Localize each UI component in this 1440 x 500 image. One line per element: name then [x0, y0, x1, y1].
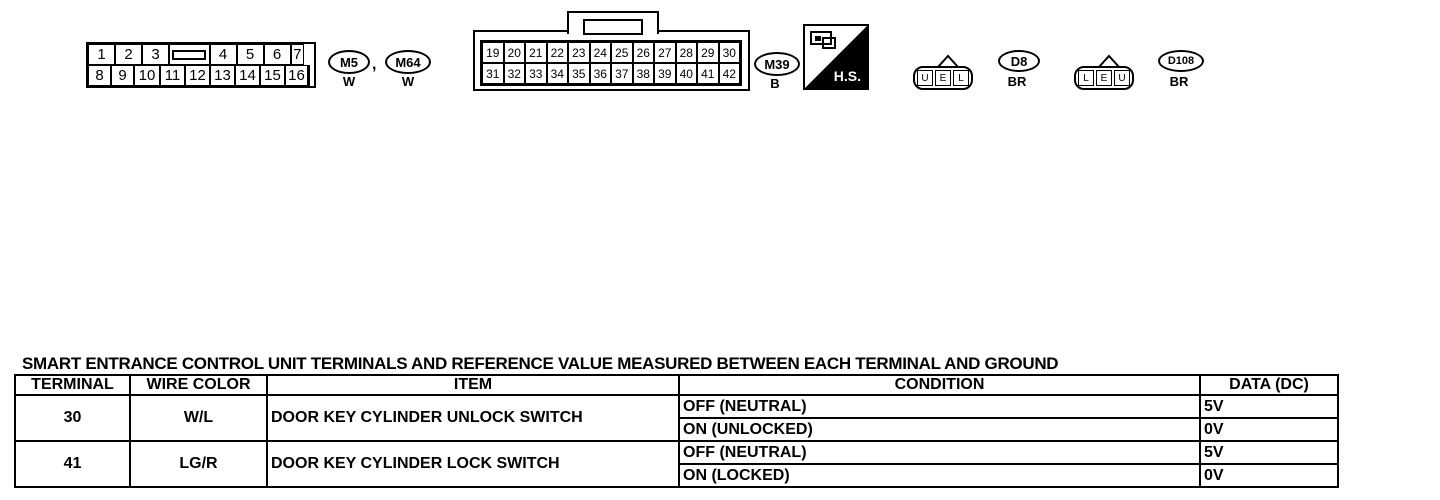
pin-l: L — [1078, 70, 1094, 86]
pin-33: 33 — [525, 63, 547, 84]
pin-4: 4 — [209, 44, 237, 65]
condition-cell: OFF (NEUTRAL) — [678, 440, 1201, 465]
connector-3-pin-d108: L E U — [1074, 66, 1134, 90]
pin-2: 2 — [115, 44, 142, 65]
pin-8: 8 — [88, 65, 111, 86]
pin-6: 6 — [263, 44, 291, 65]
table-row: 30 W/L DOOR KEY CYLINDER UNLOCK SWITCH O… — [14, 394, 1339, 442]
harness-side-symbol: H.S. — [803, 24, 869, 90]
connector-key-slot — [169, 44, 210, 65]
wire-color-d8: BR — [1007, 74, 1027, 89]
pin-13: 13 — [210, 65, 235, 86]
data-cell: 5V — [1199, 440, 1339, 465]
table-row: ON (UNLOCKED) 0V — [15, 417, 1339, 442]
pin-40: 40 — [675, 63, 697, 84]
pin-23: 23 — [568, 42, 590, 63]
pin-11: 11 — [160, 65, 185, 86]
pin-22: 22 — [546, 42, 568, 63]
terminal-cell: 41 — [14, 440, 131, 488]
connector-tag-m39: M39 — [754, 52, 800, 76]
pin-l: L — [953, 70, 969, 86]
pin-28: 28 — [675, 42, 697, 63]
pin-27: 27 — [654, 42, 676, 63]
pin-37: 37 — [611, 63, 633, 84]
connector-24-pin-grid: 19 20 21 22 23 24 25 26 27 28 29 30 31 3… — [480, 40, 742, 86]
data-cell: 0V — [1199, 463, 1339, 488]
item-cell: DOOR KEY CYLINDER LOCK SWITCH — [266, 440, 680, 488]
table-row: ON (LOCKED) 0V — [15, 463, 1339, 488]
separator: , — [372, 56, 377, 73]
connector-3-pin-d8: U E L — [913, 66, 973, 90]
pin-1: 1 — [88, 44, 115, 65]
header-item: ITEM — [266, 374, 680, 396]
item-cell: DOOR KEY CYLINDER UNLOCK SWITCH — [266, 394, 680, 442]
connector-tag-m5: M5 — [328, 50, 370, 74]
header-data: DATA (DC) — [1199, 374, 1339, 396]
pin-36: 36 — [589, 63, 611, 84]
connector-key-icon — [1098, 54, 1120, 68]
pin-26: 26 — [632, 42, 654, 63]
pin-38: 38 — [632, 63, 654, 84]
pin-21: 21 — [525, 42, 547, 63]
wire-color-m39: B — [770, 76, 780, 91]
table-row: 41 LG/R DOOR KEY CYLINDER LOCK SWITCH OF… — [14, 440, 1339, 488]
pin-20: 20 — [503, 42, 525, 63]
pin-e: E — [1096, 70, 1112, 86]
header-wire-color: WIRE COLOR — [129, 374, 268, 396]
pin-u: U — [917, 70, 933, 86]
wire-color-cell: W/L — [129, 394, 268, 442]
pin-31: 31 — [482, 63, 504, 84]
pin-42: 42 — [718, 63, 740, 84]
pin-41: 41 — [697, 63, 719, 84]
connector-24-pin-latch — [567, 11, 659, 35]
terminal-cell: 30 — [14, 394, 131, 442]
pin-7: 7 — [290, 44, 304, 65]
header-terminal: TERMINAL — [14, 374, 131, 396]
wire-color-cell: LG/R — [129, 440, 268, 488]
condition-cell: OFF (NEUTRAL) — [678, 394, 1201, 419]
pin-39: 39 — [654, 63, 676, 84]
pin-29: 29 — [697, 42, 719, 63]
pin-19: 19 — [482, 42, 504, 63]
data-cell: 0V — [1199, 417, 1339, 442]
pin-9: 9 — [111, 65, 134, 86]
wire-color-m64: W — [401, 74, 415, 89]
pin-12: 12 — [185, 65, 210, 86]
pin-30: 30 — [718, 42, 740, 63]
connector-tag-d8: D8 — [998, 50, 1040, 72]
pin-5: 5 — [236, 44, 264, 65]
pin-u: U — [1114, 70, 1130, 86]
pin-25: 25 — [611, 42, 633, 63]
condition-cell: ON (LOCKED) — [678, 463, 1201, 488]
terminal-reference-table: TERMINAL WIRE COLOR ITEM CONDITION DATA … — [14, 374, 1339, 488]
wire-color-d108: BR — [1169, 74, 1189, 89]
table-header-row: TERMINAL WIRE COLOR ITEM CONDITION DATA … — [14, 374, 1339, 396]
pin-16: 16 — [285, 65, 308, 86]
harness-side-icon — [805, 26, 867, 88]
pin-15: 15 — [260, 65, 285, 86]
condition-cell: ON (UNLOCKED) — [678, 417, 1201, 442]
connector-tag-m64: M64 — [385, 50, 431, 74]
connector-key-icon — [937, 54, 959, 68]
data-cell: 5V — [1199, 394, 1339, 419]
pin-e: E — [935, 70, 951, 86]
connector-tag-d108: D108 — [1158, 50, 1204, 72]
pin-10: 10 — [134, 65, 160, 86]
wire-color-m5: W — [342, 74, 356, 89]
pin-32: 32 — [503, 63, 525, 84]
pin-35: 35 — [568, 63, 590, 84]
pin-24: 24 — [589, 42, 611, 63]
table-caption: SMART ENTRANCE CONTROL UNIT TERMINALS AN… — [22, 354, 1059, 373]
connector-16-pin-bottom-row: 8 9 10 11 12 13 14 15 16 — [86, 65, 310, 88]
pin-34: 34 — [546, 63, 568, 84]
pin-3: 3 — [142, 44, 169, 65]
hs-label: H.S. — [833, 68, 861, 84]
pin-14: 14 — [235, 65, 260, 86]
header-condition: CONDITION — [678, 374, 1201, 396]
